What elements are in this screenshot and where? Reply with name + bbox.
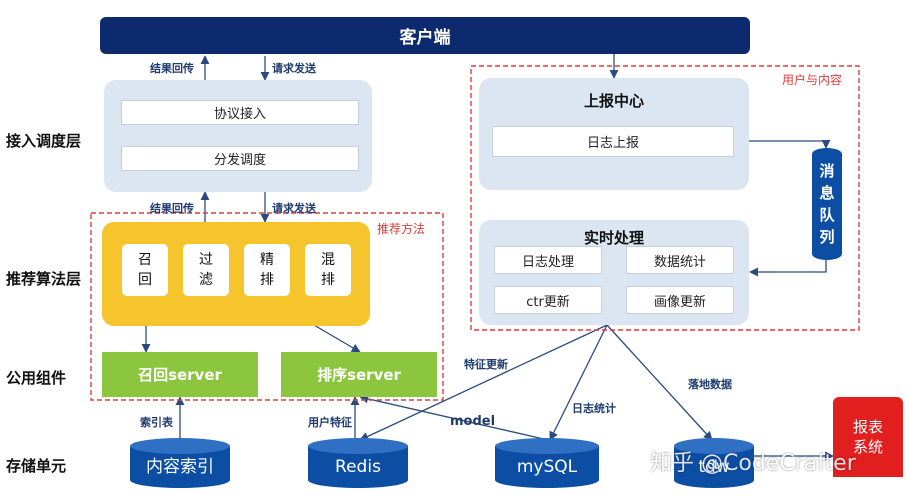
layer-label-algorithm: 推荐算法层 (6, 270, 82, 288)
layer-label-storage: 存储单元 (6, 457, 67, 475)
label-request-send-top: 请求发送 (272, 62, 316, 75)
protocol-access-box: 协议接入 (121, 100, 359, 125)
rank-server-box: 排序server (281, 352, 437, 397)
access-panel (104, 80, 372, 192)
db-mysql (495, 438, 599, 488)
db-tdw (674, 438, 754, 488)
label-result-return-mid: 结果回传 (150, 202, 194, 215)
user-content-label: 用户与内容 (782, 73, 843, 87)
recommend-method-label: 推荐方法 (377, 222, 426, 236)
step-fine-rank: 精 排 (244, 244, 290, 296)
client-bar: 客户端 (100, 17, 750, 54)
user-content-region (470, 65, 860, 331)
watermark: 知乎 @CodeCrafter (650, 451, 856, 476)
db-label-redis: Redis (335, 457, 381, 477)
label-result-return-top: 结果回传 (150, 62, 194, 75)
step-filter: 过 滤 (183, 244, 229, 296)
log-processing-box: 日志处理 (494, 246, 602, 274)
label-land-data: 落地数据 (688, 378, 732, 391)
log-report-box: 日志上报 (492, 126, 734, 157)
profile-update-box: 画像更新 (626, 286, 734, 314)
db-label-content-index: 内容索引 (146, 457, 214, 477)
data-stats-box: 数据统计 (626, 246, 734, 274)
message-queue: 消 息 队 列 (812, 148, 842, 260)
label-request-send-mid: 请求发送 (272, 202, 316, 215)
realtime-title: 实时处理 (583, 229, 644, 247)
step-recall: 召 回 (122, 244, 168, 296)
db-label-tdw: tdw (698, 457, 729, 477)
report-system: 报表 系统 (833, 397, 903, 477)
label-model: model (450, 414, 496, 429)
dispatch-box: 分发调度 (121, 146, 359, 171)
recommend-method-region (90, 212, 444, 401)
db-label-mysql: mySQL (517, 457, 578, 477)
label-feature-update: 特征更新 (464, 358, 508, 371)
step-mixed-rank: 混 排 (305, 244, 351, 296)
ctr-update-box: ctr更新 (494, 286, 602, 314)
report-center-title: 上报中心 (583, 92, 644, 110)
label-index-table: 索引表 (140, 416, 173, 429)
layer-label-access: 接入调度层 (6, 132, 82, 150)
label-log-stats: 日志统计 (572, 402, 616, 415)
recall-server-box: 召回server (102, 352, 258, 397)
label-user-feature: 用户特征 (308, 416, 352, 429)
db-redis (308, 438, 408, 488)
layer-label-common: 公用组件 (6, 369, 67, 387)
db-content-index (130, 438, 230, 488)
